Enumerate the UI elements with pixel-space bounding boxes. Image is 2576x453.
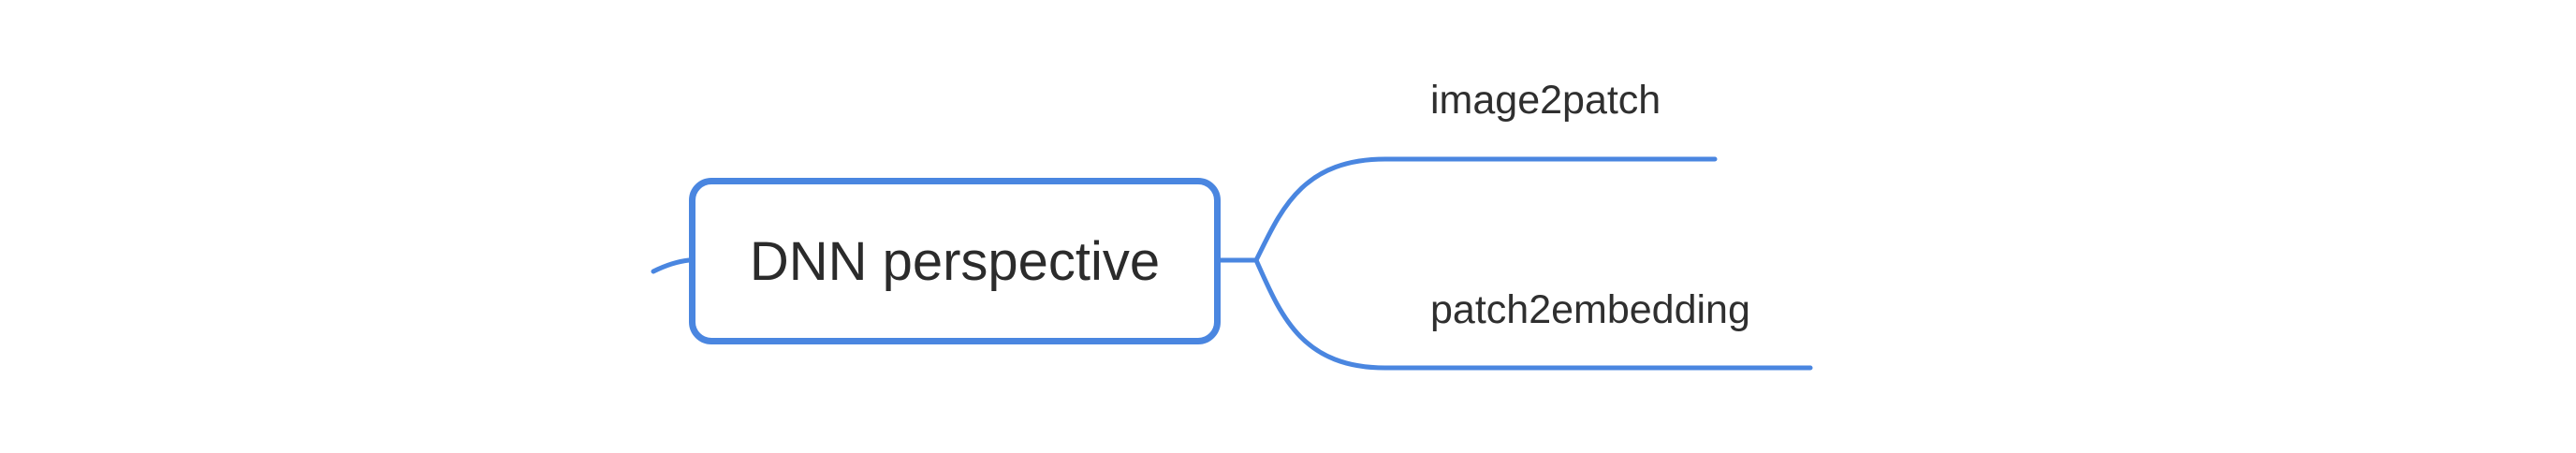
parent-connector xyxy=(651,257,692,274)
branch-label: patch2embedding xyxy=(1430,287,1750,332)
branch-connector-1 xyxy=(1253,156,1718,263)
branch-topic-image2patch[interactable]: image2patch xyxy=(1430,80,1661,121)
central-topic-node[interactable]: DNN perspective xyxy=(689,178,1221,344)
central-topic-label: DNN perspective xyxy=(749,230,1161,292)
branch-label: image2patch xyxy=(1430,78,1661,123)
branch-topic-patch2embedding[interactable]: patch2embedding xyxy=(1430,290,1750,330)
branch-connector-2 xyxy=(1253,257,1813,371)
